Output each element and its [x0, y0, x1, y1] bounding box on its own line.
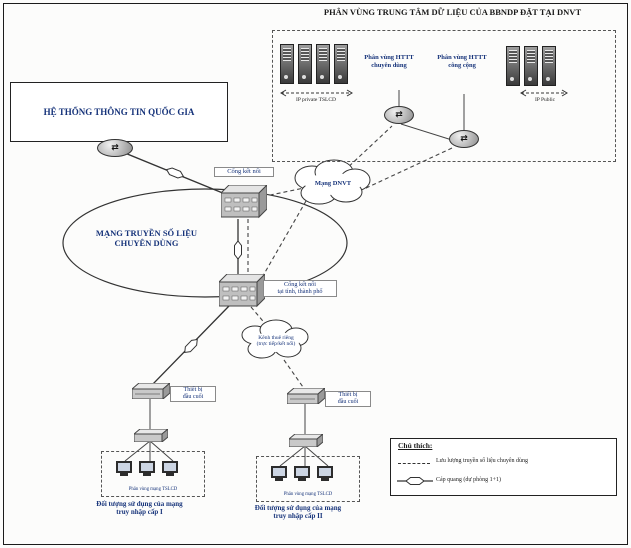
legend-box — [390, 438, 617, 496]
server-icon — [524, 46, 538, 86]
legend-dashed-label: Lưu lượng truyền số liệu chuyên dùng — [436, 458, 528, 464]
zone-public-label: Phân vùng HTTT công cộng — [437, 54, 487, 69]
ip-public-arrow — [520, 89, 568, 97]
terminal-device-icon — [132, 383, 170, 399]
server-icon — [506, 46, 520, 86]
datacenter-zone-box — [272, 30, 616, 162]
dnvt-cloud-shape — [294, 159, 371, 205]
terminal-device-icon — [287, 388, 325, 404]
lan-zone-1-box — [101, 451, 205, 497]
ip-private-arrow — [280, 89, 353, 97]
gateway-top-label: Cổng kết nối — [214, 167, 274, 177]
computer-icon — [162, 461, 178, 476]
ip-private-label: IP private TSLCD — [295, 97, 337, 103]
lan-switch-icon — [134, 429, 168, 442]
fiber-splice-symbols — [165, 167, 242, 354]
router-icon: ⇄ — [449, 130, 479, 148]
lan-zone-2-box — [256, 456, 360, 502]
router-icon: ⇄ — [384, 106, 414, 124]
server-icon — [298, 44, 312, 84]
terminal-1-label: Thiết bị đầu cuối — [170, 386, 216, 403]
leased-line-cloud-shape — [241, 319, 309, 359]
leased-line-cloud-label: Kênh thuê riêng (trực tiếp/kết nối) — [256, 335, 296, 348]
computer-icon — [271, 466, 287, 481]
server-icon — [542, 46, 556, 86]
computer-icon — [317, 466, 333, 481]
legend-fiber-label: Cáp quang (dự phòng 1+1) — [436, 477, 501, 483]
computer-icon — [139, 461, 155, 476]
gateway-switch-icon — [219, 274, 265, 308]
lan-zone-2-label: Phân vùng mạng TSLCD — [283, 492, 333, 497]
national-system-label: HỆ THỐNG THÔNG TIN QUỐC GIA — [43, 106, 195, 117]
core-network-label: MẠNG TRUYỀN SỐ LIỆU CHUYÊN DÙNG — [95, 228, 198, 249]
computer-icon — [116, 461, 132, 476]
legend-dashed-sample — [398, 463, 430, 464]
terminal-2-label: Thiết bị đầu cuối — [325, 391, 371, 408]
computer-icon — [294, 466, 310, 481]
legend-fiber-sample — [397, 477, 433, 485]
lan-zone-1-label: Phân vùng mạng TSLCD — [128, 487, 178, 492]
national-system-box: HỆ THỐNG THÔNG TIN QUỐC GIA — [10, 82, 228, 142]
core-network-ellipse — [62, 188, 348, 298]
access-group-2-label: Đối tượng sử dụng của mạng truy nhập cấp… — [254, 504, 342, 521]
server-icon — [334, 44, 348, 84]
access-group-1-label: Đối tượng sử dụng của mạng truy nhập cấp… — [96, 500, 183, 517]
lan-switch-icon — [289, 434, 323, 447]
legend-title: Chú thích: — [398, 441, 433, 450]
gateway-switch-icon — [221, 185, 267, 219]
zone-private-label: Phân vùng HTTT chuyên dùng — [364, 54, 414, 69]
dnvt-cloud-label: Mạng DNVT — [314, 180, 352, 187]
router-icon: ⇄ — [97, 139, 133, 157]
gateway-province-label: Cổng kết nối tại tỉnh, thành phố — [263, 280, 337, 297]
server-icon — [280, 44, 294, 84]
diagram-title: PHÂN VÙNG TRUNG TÂM DỮ LIỆU CỦA BBNDP ĐẶ… — [323, 7, 582, 17]
datacenter-links — [398, 90, 465, 141]
ip-public-label: IP Public — [534, 97, 556, 103]
server-icon — [316, 44, 330, 84]
